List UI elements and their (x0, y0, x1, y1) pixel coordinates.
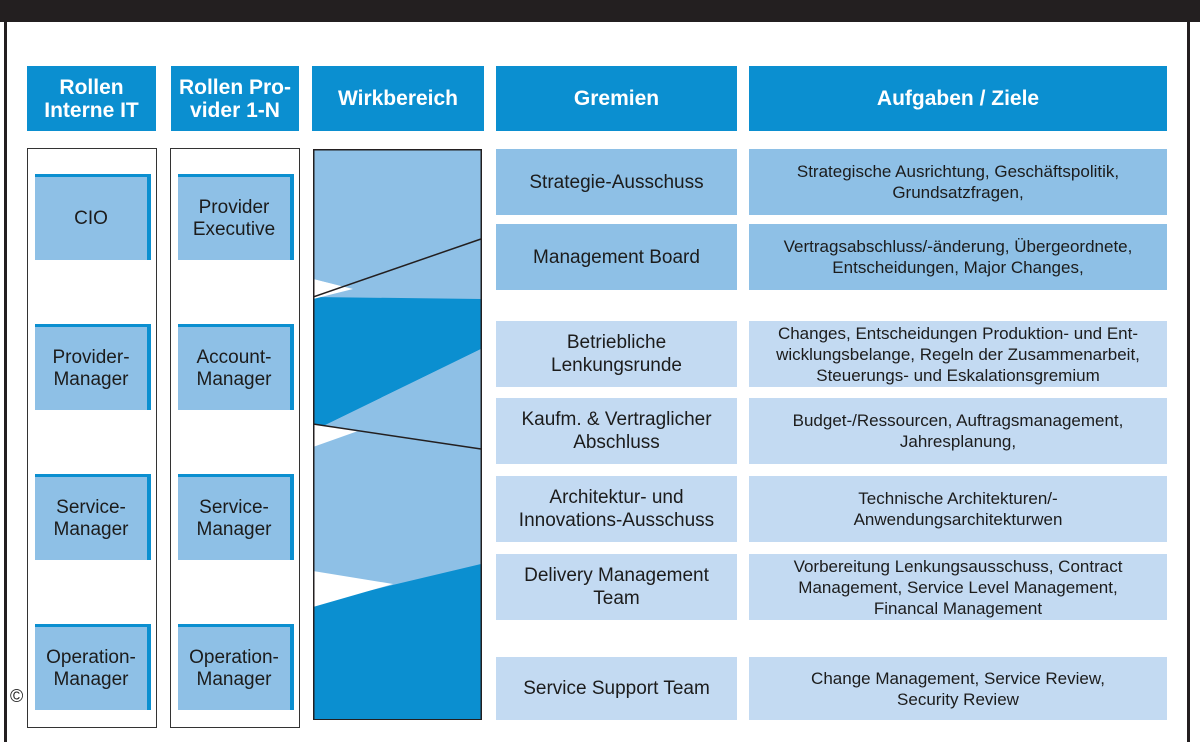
gremium-row: Architektur- und Innovations-Ausschuss (496, 476, 737, 542)
aufgaben-row: Budget-/Ressourcen, Auftragsmanagement, … (749, 398, 1167, 464)
gremium-row: Management Board (496, 224, 737, 290)
diagram-frame (4, 22, 1190, 742)
aufgaben-row: Vorbereitung Lenkungsausschuss, Contract… (749, 554, 1167, 620)
copyright-mark: © (10, 686, 24, 706)
gremium-row: Betriebliche Lenkungsrunde (496, 321, 737, 387)
role-account-manager: Account- Manager (178, 324, 294, 410)
role-cio: CIO (35, 174, 151, 260)
header-wirkbereich: Wirkbereich (312, 66, 484, 131)
header-aufgaben-ziele: Aufgaben / Ziele (749, 66, 1167, 131)
gremium-row: Service Support Team (496, 657, 737, 720)
header-rollen-provider: Rollen Pro- vider 1-N (171, 66, 299, 131)
aufgaben-row: Technische Architekturen/- Anwendungsarc… (749, 476, 1167, 542)
aufgaben-row: Change Management, Service Review, Secur… (749, 657, 1167, 720)
aufgaben-row: Vertragsabschluss/-änderung, Übergeordne… (749, 224, 1167, 290)
gremium-row: Strategie-Ausschuss (496, 149, 737, 215)
gremium-row: Kaufm. & Vertraglicher Abschluss (496, 398, 737, 464)
aufgaben-row: Strategische Ausrichtung, Geschäftspolit… (749, 149, 1167, 215)
role-service-manager-provider: Service- Manager (178, 474, 294, 560)
header-rollen-interne-it: Rollen Interne IT (27, 66, 156, 131)
role-provider-executive: Provider Executive (178, 174, 294, 260)
title-bar (0, 0, 1200, 22)
aufgaben-row: Changes, Entscheidungen Produktion- und … (749, 321, 1167, 387)
role-service-manager-intern: Service- Manager (35, 474, 151, 560)
role-operation-manager-provider: Operation- Manager (178, 624, 294, 710)
gremium-row: Delivery Management Team (496, 554, 737, 620)
role-provider-manager: Provider- Manager (35, 324, 151, 410)
wirkbereich-graphic (313, 149, 482, 720)
header-gremien: Gremien (496, 66, 737, 131)
role-operation-manager-intern: Operation- Manager (35, 624, 151, 710)
